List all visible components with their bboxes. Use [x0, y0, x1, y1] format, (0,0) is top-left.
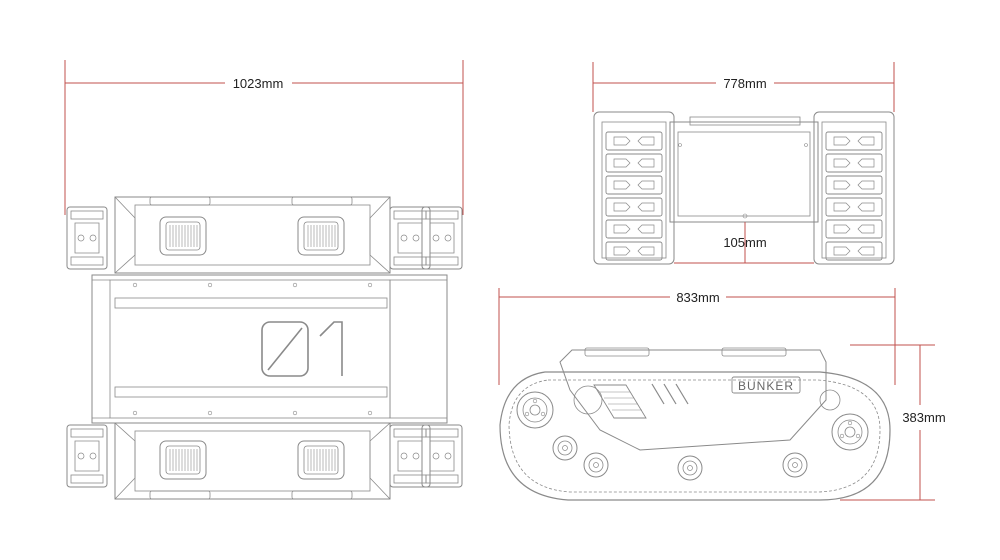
dimension-overall-length: 1023mm — [64, 60, 464, 215]
height-label: 383mm — [902, 410, 945, 425]
front-track-left — [593, 111, 675, 265]
front-view: 778mm — [592, 62, 895, 265]
side-length-label: 833mm — [676, 290, 719, 305]
side-hull: BUNKER — [559, 347, 827, 451]
ground-clearance-label: 105mm — [723, 235, 766, 250]
top-track-lower — [66, 422, 463, 500]
dimension-width: 778mm — [592, 62, 895, 112]
deck-number-marking: 01 — [261, 321, 343, 377]
front-body — [669, 116, 819, 223]
dimension-height: 383mm — [840, 344, 946, 501]
front-track-right — [813, 111, 895, 265]
dimension-ground-clearance: 105mm — [674, 222, 814, 264]
deck-number-text: 01 — [300, 354, 302, 356]
top-deck: 01 — [91, 274, 448, 424]
side-view: 833mm BUNKER — [498, 288, 946, 501]
width-label: 778mm — [723, 76, 766, 91]
brand-label: BUNKER — [738, 379, 794, 393]
dimension-side-length: 833mm — [498, 288, 896, 385]
overall-length-label: 1023mm — [233, 76, 284, 91]
side-wheels — [516, 385, 869, 481]
side-track-belt — [499, 371, 891, 501]
top-view: 1023mm — [64, 60, 464, 500]
top-track-upper — [66, 196, 463, 274]
